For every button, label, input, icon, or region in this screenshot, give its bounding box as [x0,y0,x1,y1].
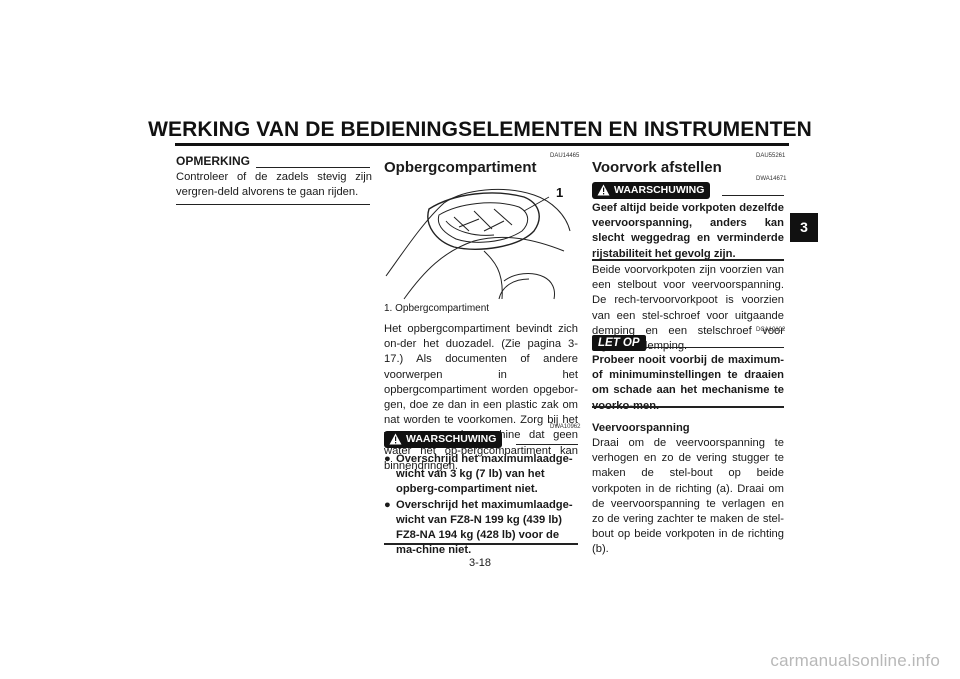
bullet-icon: ● [384,453,391,465]
watermark: carmanualsonline.info [770,651,940,670]
bullet-icon: ● [384,498,391,511]
figure-caption: 1. Opbergcompartiment [384,303,490,314]
fork-body-text: Beide voorvorkpoten zijn voorzien van ee… [592,264,784,352]
section-title-storage: Opbergcompartiment [384,159,537,176]
fork-warning-heading-rule [722,195,784,196]
preload-subheading: Veervoorspanning [592,422,690,434]
caution-badge: LET OP [592,335,646,351]
page-number: 3-18 [468,557,492,569]
warning-list: ●Overschrijd het maximumlaadge-wicht van… [384,452,578,558]
fork-warning-end-rule [592,259,784,261]
note-heading-rule [256,167,370,168]
preload-body-text: Draai om de veervoorspanning te verhogen… [592,437,784,556]
fork-warning-code: DWA14671 [756,176,787,182]
note-end-rule [176,204,370,205]
warning-heading-rule [516,444,578,445]
warning-code: DWA10962 [550,424,581,430]
chapter-tab: 3 [790,213,818,242]
warning-label: WAARSCHUWING [406,433,497,445]
warning-item: ●Overschrijd het maximumlaadge-wicht van… [384,498,573,557]
caution-heading-rule [646,347,784,348]
warning-triangle-icon [389,433,402,445]
warning-triangle-icon [597,184,610,196]
header-rule [175,143,789,146]
fork-warning-label: WAARSCHUWING [614,184,705,196]
storage-compartment-illustration: 1 [385,185,571,300]
note-heading: OPMERKING [176,154,251,168]
section-code-fork: DAU55261 [756,153,786,159]
warning-item: ●Overschrijd het maximumlaadge-wicht van… [384,453,573,496]
warning-badge: WAARSCHUWING [384,431,503,448]
caution-text: Probeer nooit voorbij de maximum- of min… [592,354,784,412]
warning-end-rule [384,543,578,545]
caution-code: DCA10102 [756,327,786,333]
figure-callout-1: 1 [556,185,563,200]
section-title-front-fork: Voorvork afstellen [592,159,722,176]
section-code: DAU14465 [550,153,580,159]
page-header-title: WERKING VAN DE BEDIENINGSELEMENTEN EN IN… [148,118,812,141]
caution-end-rule [592,406,784,408]
note-text: Controleer of de zadels stevig zijn verg… [176,171,372,199]
fork-warning-text: Geef altijd beide vorkpoten dezelfde vee… [592,202,784,260]
storage-compartment-figure: 1 [384,181,578,301]
fork-warning-badge: WAARSCHUWING [592,182,711,199]
